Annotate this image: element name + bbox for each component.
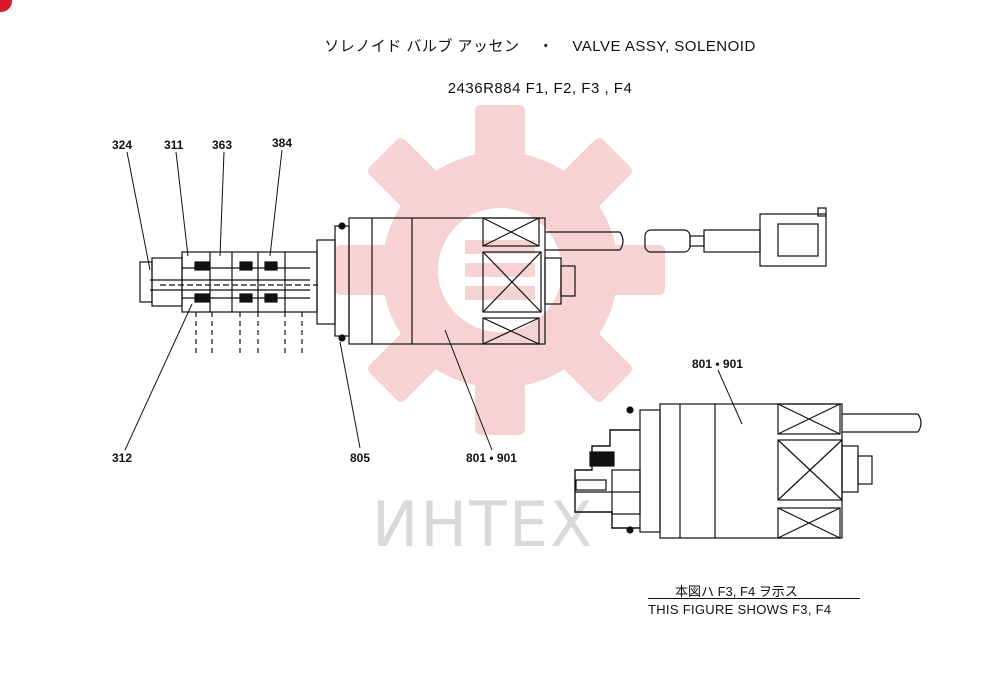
callout-384: 384: [272, 136, 293, 150]
callout-324: 324: [112, 138, 133, 152]
callout-801-901-detail: 801 • 901: [692, 357, 743, 371]
title-japanese: ソレノイド バルブ アッセン: [324, 38, 520, 55]
spool-assembly: [139, 239, 336, 356]
note-divider: [648, 598, 860, 599]
note-japanese: 本図ハ F3, F4 ヲ示ス: [675, 584, 798, 599]
title-separator: ・: [538, 38, 554, 55]
leader-lines: [124, 149, 743, 451]
solenoid-coil: [334, 217, 576, 345]
callout-311: 311: [164, 138, 184, 152]
diagram-title: ソレノイド バルブ アッセン ・ VALVE ASSY, SOLENOID: [40, 35, 1000, 56]
wire-connector: [545, 207, 827, 267]
callout-801-901-main: 801 • 901: [466, 451, 517, 465]
detail-view: [574, 403, 922, 539]
callout-312: 312: [112, 451, 133, 465]
part-number: 2436R884 F1, F2, F3 , F4: [447, 80, 633, 97]
callout-805: 805: [350, 451, 371, 465]
note-english: THIS FIGURE SHOWS F3, F4: [648, 602, 832, 617]
callout-363: 363: [212, 138, 233, 152]
watermark-text: ИНТЕХ: [372, 488, 595, 561]
title-english: VALVE ASSY, SOLENOID: [572, 38, 756, 55]
